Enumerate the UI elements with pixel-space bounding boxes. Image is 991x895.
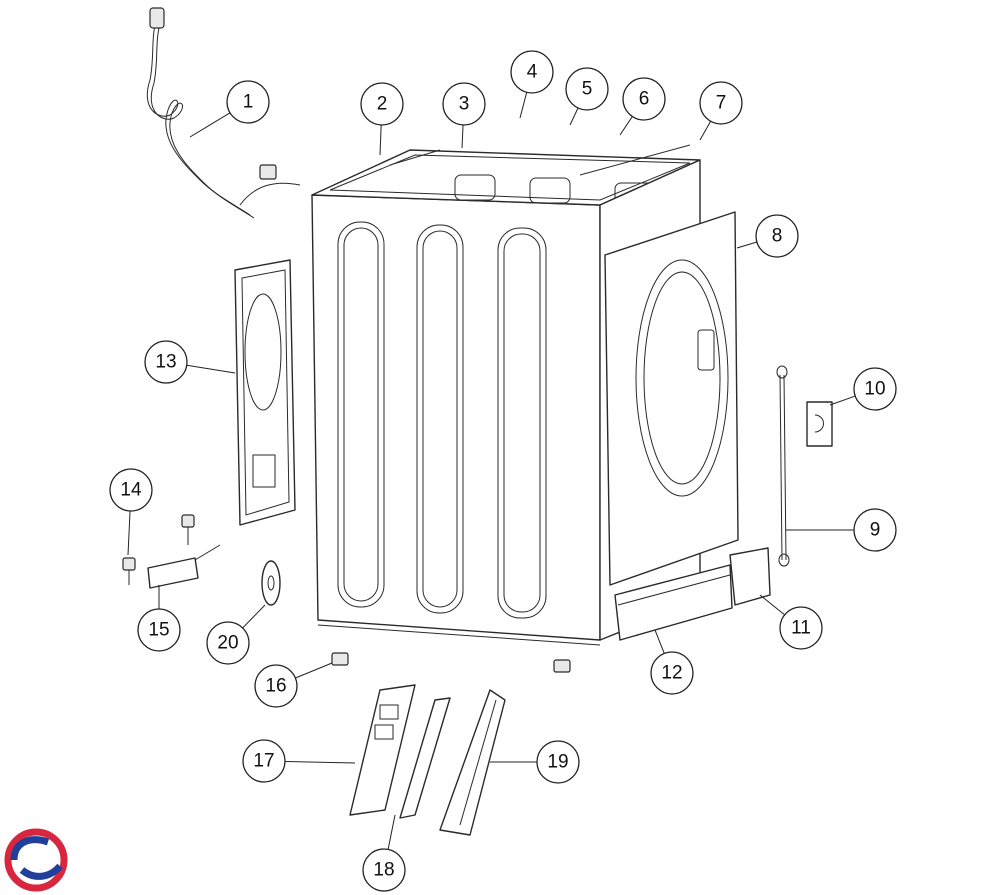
kick-panel-side-part <box>729 547 771 606</box>
callout-number: 18 <box>373 860 394 881</box>
washer-ring-part <box>261 560 281 606</box>
callout-number: 15 <box>148 620 169 641</box>
callout-screw: 5 <box>565 67 609 111</box>
callout-spring-rod: 9 <box>853 508 897 552</box>
leader-line-12 <box>654 629 665 654</box>
callout-number: 5 <box>582 79 593 100</box>
callout-number: 4 <box>527 62 538 83</box>
callout-control-cover: 19 <box>536 740 580 784</box>
callout-circle <box>144 340 188 384</box>
callout-circle <box>254 664 298 708</box>
callout-number: 2 <box>377 94 388 115</box>
leader-line-20 <box>242 604 266 629</box>
feet-parts <box>331 652 571 673</box>
leader-line-10 <box>829 395 856 406</box>
leader-line-11 <box>759 594 785 616</box>
leader-line-4 <box>519 92 528 119</box>
callout-circle <box>622 77 666 121</box>
leader-line-8 <box>736 241 758 249</box>
callout-circle <box>226 80 270 124</box>
callout-number: 3 <box>459 94 470 115</box>
callout-control-board: 17 <box>242 739 286 783</box>
leader-line-5 <box>569 107 579 126</box>
callout-number: 16 <box>265 676 286 697</box>
callout-circle <box>536 740 580 784</box>
filter-box-part <box>147 544 221 589</box>
callout-circle <box>779 606 823 650</box>
callout-number: 8 <box>772 226 783 247</box>
leader-line-18 <box>387 814 396 850</box>
bolt-parts <box>122 514 195 585</box>
callout-top-rail-left: 4 <box>510 50 554 94</box>
callout-circle <box>699 81 743 125</box>
callout-top-rail-right: 7 <box>699 81 743 125</box>
callout-control-board-middle: 18 <box>362 848 406 892</box>
callout-front-panel: 8 <box>755 214 799 258</box>
callout-number: 11 <box>791 618 811 639</box>
leader-lines <box>127 92 856 850</box>
callout-top-frame: 2 <box>360 82 404 126</box>
callout-number: 20 <box>217 633 238 654</box>
control-cover-part <box>439 689 506 836</box>
callout-circle <box>650 651 694 695</box>
power-cord-part <box>146 7 301 219</box>
spring-rod-part <box>776 365 790 567</box>
callout-rear-panel: 13 <box>144 340 188 384</box>
callout-bushing: 6 <box>622 77 666 121</box>
callout-number: 9 <box>870 520 881 541</box>
cabinet-side-panel <box>311 194 601 646</box>
leader-line-2 <box>379 124 382 156</box>
callout-foot: 16 <box>254 664 298 708</box>
kick-panel-part <box>614 564 733 641</box>
leader-line-17 <box>284 760 356 764</box>
control-board-part <box>349 684 416 816</box>
callout-bolt: 14 <box>109 468 153 512</box>
callout-circle <box>510 50 554 94</box>
callout-number: 13 <box>155 352 176 373</box>
callout-number: 7 <box>716 93 727 114</box>
callout-number: 17 <box>253 751 274 772</box>
callout-filter-box: 15 <box>137 608 181 652</box>
leader-line-13 <box>186 364 236 374</box>
leader-line-7 <box>699 121 712 141</box>
rear-panel-part <box>234 259 296 526</box>
callout-clip-bracket: 10 <box>853 367 897 411</box>
callout-circle <box>565 67 609 111</box>
leader-line-1 <box>189 112 231 138</box>
callout-circle <box>442 82 486 126</box>
brand-logo <box>4 828 68 892</box>
control-board-middle-part <box>399 697 451 819</box>
callout-kick-panel: 12 <box>650 651 694 695</box>
callout-number: 12 <box>661 663 682 684</box>
leader-line-3 <box>461 124 464 149</box>
clip-bracket-part <box>806 401 833 447</box>
callout-number: 19 <box>547 752 568 773</box>
callout-number: 10 <box>864 379 885 400</box>
callout-circle <box>362 848 406 892</box>
front-panel-part <box>604 211 739 586</box>
leader-line-16 <box>295 662 333 679</box>
leader-line-6 <box>619 116 633 136</box>
callout-circle <box>853 508 897 552</box>
callout-number: 14 <box>120 480 142 501</box>
callout-circle <box>109 468 153 512</box>
leader-line-14 <box>127 510 131 556</box>
callout-washer-ring: 20 <box>206 621 250 665</box>
callout-circle <box>360 82 404 126</box>
callout-number: 1 <box>243 92 254 113</box>
callout-number: 6 <box>639 89 650 110</box>
callout-circle <box>137 608 181 652</box>
callout-circle <box>755 214 799 258</box>
callout-power-cord: 1 <box>226 80 270 124</box>
callout-circle <box>242 739 286 783</box>
callout-circle <box>206 621 250 665</box>
callout-kick-panel-side: 11 <box>779 606 823 650</box>
callout-circle <box>853 367 897 411</box>
callout-top-bracket: 3 <box>442 82 486 126</box>
